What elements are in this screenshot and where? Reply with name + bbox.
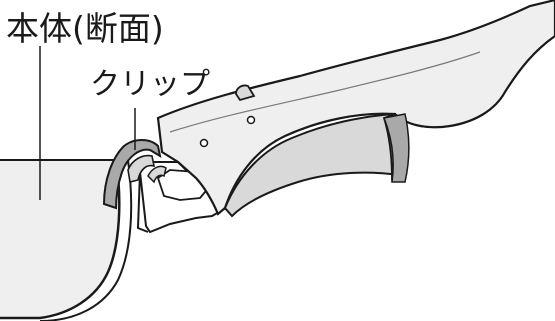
clip	[102, 139, 167, 210]
pot-body-fill	[0, 160, 120, 318]
pot-inner-wall-line	[39, 159, 133, 321]
pot-body-section	[0, 159, 133, 321]
handle-release-button	[235, 84, 256, 102]
handle-rivet-2	[246, 115, 256, 125]
handle-main-body	[156, 0, 555, 216]
pan-handle	[156, 0, 555, 218]
handle-top-ridge	[169, 51, 481, 133]
body-section-label: 本体(断面)	[6, 9, 164, 48]
clip-label: クリップ	[90, 67, 210, 102]
pot-wall-line	[0, 159, 121, 320]
clip-inner-band	[127, 154, 156, 183]
clip-hook	[147, 165, 167, 184]
bracket-stem	[136, 171, 149, 233]
handle-rivet-1	[199, 138, 209, 148]
clip-outer-band	[102, 139, 162, 210]
handle-end-cap	[382, 113, 410, 183]
